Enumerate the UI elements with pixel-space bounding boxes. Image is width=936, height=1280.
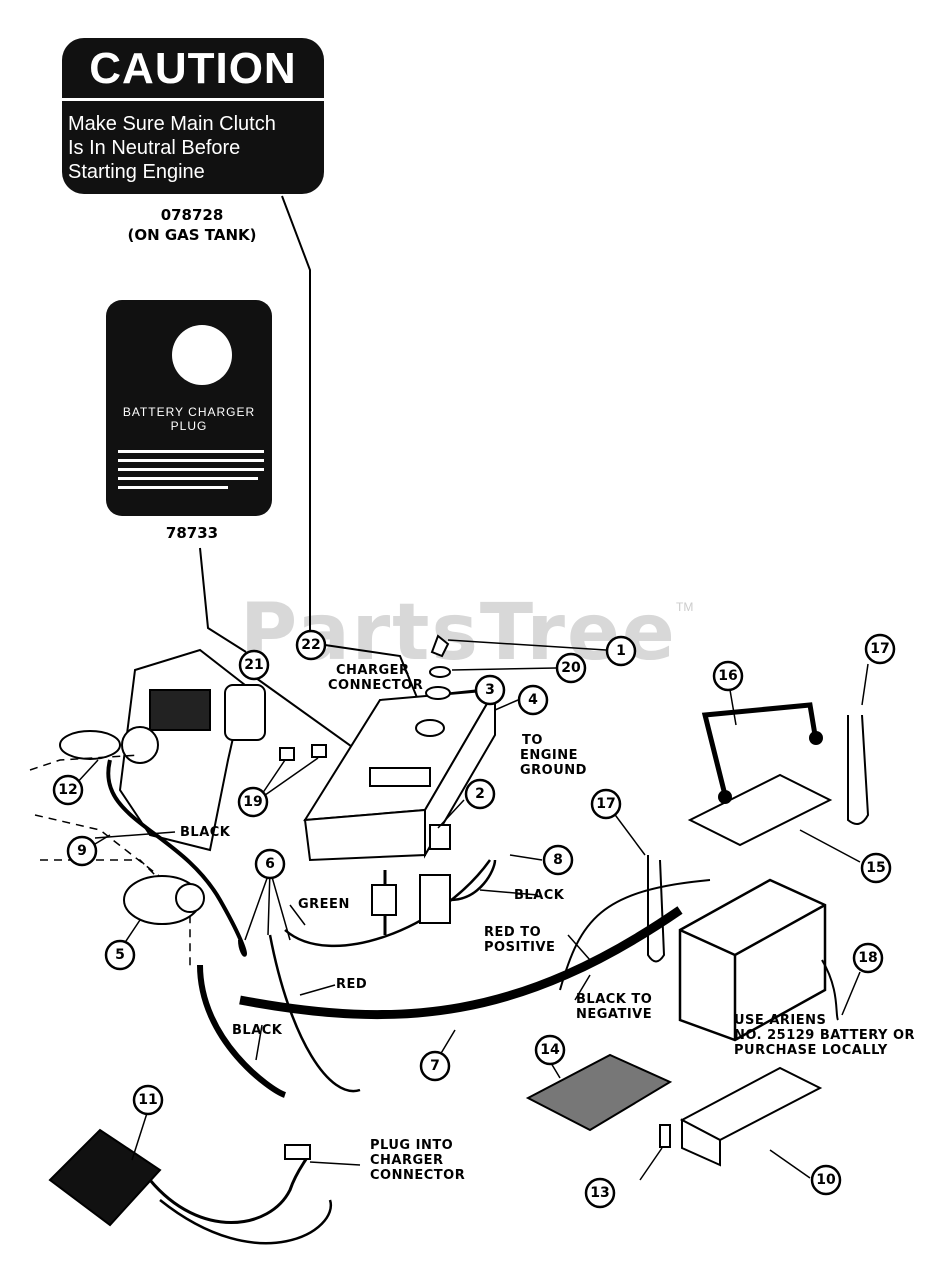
j-bolt-lower xyxy=(647,855,666,963)
callout-12: 12 xyxy=(58,782,78,798)
callout-7: 7 xyxy=(430,1058,440,1074)
callout-22: 22 xyxy=(301,637,321,653)
label-use-ariens: USE ARIENS NO. 25129 BATTERY OR PURCHASE… xyxy=(734,1013,915,1058)
charger-socket xyxy=(419,874,451,924)
decal-dial xyxy=(172,325,232,385)
charger xyxy=(48,1128,333,1245)
callout-4: 4 xyxy=(528,692,538,708)
label-charger-connector-2: CONNECTOR xyxy=(328,678,424,693)
wire-red-positive xyxy=(559,879,711,991)
callout-3: 3 xyxy=(485,682,495,698)
label-red-to-positive: RED TO POSITIVE xyxy=(484,925,555,955)
label-black-to-negative: BLACK TO NEGATIVE xyxy=(576,992,652,1022)
charger-decal-title-2: PLUG xyxy=(170,419,208,433)
callout-21: 21 xyxy=(244,657,264,673)
trademark: TM xyxy=(676,600,694,614)
label-green: GREEN xyxy=(298,897,350,912)
battery-cover xyxy=(687,773,833,847)
label-use-ariens-1: USE ARIENS xyxy=(734,1013,827,1028)
label-plug-into-1: PLUG INTO xyxy=(370,1138,454,1153)
label-red-to-positive-1: RED TO xyxy=(484,925,542,940)
callout-13: 13 xyxy=(590,1185,610,1201)
wire-black-9 xyxy=(106,759,247,957)
caution-decal xyxy=(62,38,324,194)
caution-title: CAUTION xyxy=(89,44,297,93)
label-use-ariens-3: PURCHASE LOCALLY xyxy=(734,1043,888,1058)
callout-9: 9 xyxy=(77,843,87,859)
battery xyxy=(678,878,827,1042)
label-black-9: BLACK xyxy=(180,825,231,840)
label-charger-connector: CHARGER CONNECTOR xyxy=(328,663,423,693)
plug xyxy=(371,884,397,916)
caution-line-1: Make Sure Main Clutch xyxy=(68,113,276,135)
callout-circles xyxy=(52,629,896,1209)
battery-pad xyxy=(525,1053,673,1132)
caution-divider xyxy=(62,98,324,101)
wire-red xyxy=(268,934,361,1093)
callout-14: 14 xyxy=(540,1042,560,1058)
label-to-engine-ground-1: TO xyxy=(522,733,543,748)
j-bolt-upper xyxy=(847,714,870,825)
label-red-to-positive-2: POSITIVE xyxy=(484,940,556,955)
caution-location: (ON GAS TANK) xyxy=(127,226,257,244)
label-to-engine-ground-2: ENGINE xyxy=(520,748,579,763)
callout-6: 6 xyxy=(265,856,275,872)
engine xyxy=(59,648,266,852)
callout-18: 18 xyxy=(858,950,878,966)
bracket xyxy=(303,686,497,862)
caution-text: Make Sure Main Clutch Is In Neutral Befo… xyxy=(68,112,324,184)
callout-5: 5 xyxy=(115,947,125,963)
wire-black-negative xyxy=(239,906,683,1020)
caution-line-3: Starting Engine xyxy=(68,161,205,183)
leader-22b xyxy=(324,644,419,701)
callout-17-lower: 17 xyxy=(596,796,616,812)
leader-22 xyxy=(281,195,311,632)
charger-decal-title-1: BATTERY CHARGER xyxy=(122,405,256,419)
label-use-ariens-2: NO. 25129 BATTERY OR xyxy=(734,1028,916,1043)
battery-tray xyxy=(679,1066,823,1142)
hold-down-rod xyxy=(701,702,818,796)
callout-8: 8 xyxy=(553,852,563,868)
label-black-8: BLACK xyxy=(514,888,565,903)
screws xyxy=(279,744,327,761)
leader-21 xyxy=(199,547,247,653)
label-plug-into-2: CHARGER xyxy=(370,1153,444,1168)
wire-green xyxy=(284,859,492,948)
caution-line-2: Is In Neutral Before xyxy=(68,137,241,159)
callout-2: 2 xyxy=(475,786,485,802)
label-red: RED xyxy=(336,977,368,992)
callout-10: 10 xyxy=(816,1172,836,1188)
callout-16: 16 xyxy=(718,668,738,684)
label-black-to-negative-1: BLACK TO xyxy=(576,992,653,1007)
callout-15: 15 xyxy=(866,860,886,876)
callout-17-upper: 17 xyxy=(870,641,890,657)
label-to-engine-ground: TO ENGINE GROUND xyxy=(520,733,587,778)
charger-decal-part-number: 78733 xyxy=(165,524,219,542)
callout-11: 11 xyxy=(138,1092,158,1108)
bolt xyxy=(659,1124,671,1148)
label-black-lower: BLACK xyxy=(232,1023,283,1038)
callout-20: 20 xyxy=(561,660,581,676)
caution-part-number: 078728 xyxy=(160,206,224,224)
decal-small-text xyxy=(118,450,264,489)
wire-black-lower xyxy=(197,964,287,1098)
callout-1: 1 xyxy=(616,643,626,659)
label-charger-connector-1: CHARGER xyxy=(336,663,410,678)
label-plug-into-3: CONNECTOR xyxy=(370,1168,466,1183)
solenoid xyxy=(123,875,205,925)
charger-decal-title: BATTERY CHARGER PLUG xyxy=(106,405,272,433)
callout-19: 19 xyxy=(243,794,263,810)
label-to-engine-ground-3: GROUND xyxy=(520,763,587,778)
callout-leaders xyxy=(74,639,869,1181)
label-black-to-negative-2: NEGATIVE xyxy=(576,1007,653,1022)
label-plug-into: PLUG INTO CHARGER CONNECTOR xyxy=(370,1138,465,1183)
